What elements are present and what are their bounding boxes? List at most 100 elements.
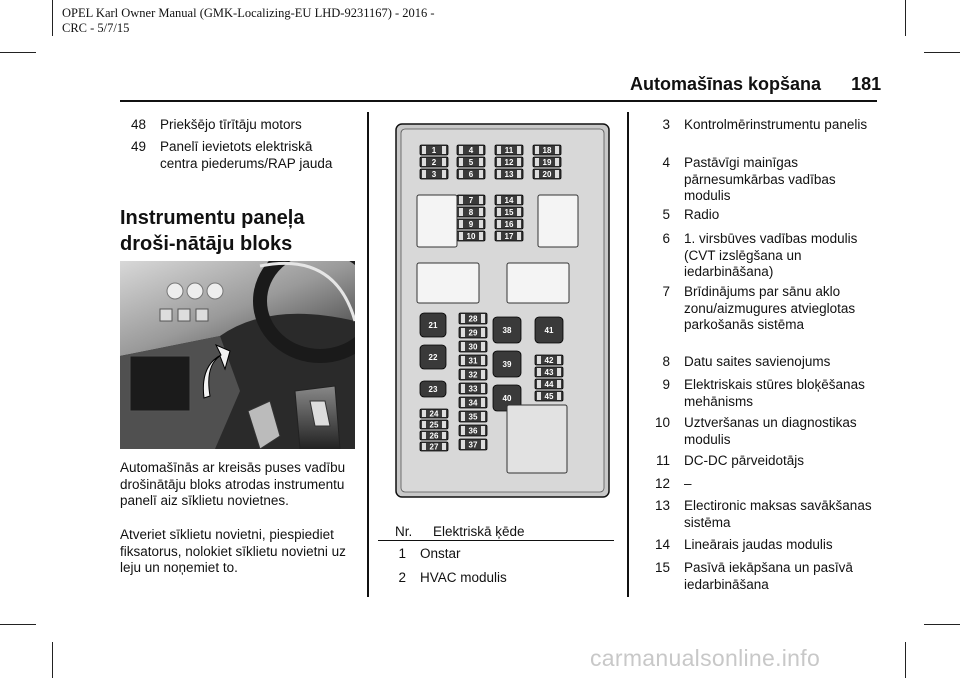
header-rule: [120, 100, 877, 102]
fuse-label: 30: [469, 343, 478, 352]
fuse-label: 6: [469, 170, 474, 179]
fuse-label: 12: [505, 158, 514, 167]
table-rule: [378, 540, 614, 542]
item-number: 5: [662, 207, 670, 222]
fuse-label: 21: [429, 321, 438, 330]
item-text: Radio: [684, 207, 720, 222]
fuse-16: 16: [494, 218, 524, 230]
fuse-label: 44: [545, 380, 554, 389]
crop-mark: [905, 642, 906, 678]
fuse-label: 32: [469, 371, 478, 380]
fuse-label: 41: [545, 326, 554, 335]
fuse-44: 44: [534, 378, 564, 390]
item-number: 15: [654, 560, 670, 575]
list-item: 11 DC-DC pārveidotājs: [636, 453, 876, 470]
fuse-label: 7: [469, 196, 474, 205]
item-number: 8: [662, 354, 670, 369]
list-item: 5 Radio: [636, 207, 876, 224]
fuse-33: 33: [458, 382, 488, 395]
fuse-label: 14: [505, 196, 514, 205]
fuse-label: 33: [469, 385, 478, 394]
fuse-13: 13: [494, 168, 524, 180]
table-row: 1 Onstar: [372, 546, 612, 563]
fuse-label: 11: [505, 146, 514, 155]
running-header: Automašīnas kopšana 181: [630, 74, 881, 95]
paragraph: Automašīnās ar kreisās puses vadību droš…: [120, 460, 346, 508]
fuse-label: 25: [430, 421, 439, 430]
chapter-title: Automašīnas kopšana: [630, 74, 822, 94]
crop-mark: [0, 52, 36, 53]
item-text: Brīdinājums par sānu aklo zonu/aizmugure…: [684, 284, 856, 332]
fuse-3: 3: [419, 168, 449, 180]
fuse-label: 35: [469, 413, 478, 422]
dashboard-photo: [120, 261, 355, 449]
fuse-43: 43: [534, 366, 564, 378]
crop-mark: [924, 624, 960, 625]
print-metadata: OPEL Karl Owner Manual (GMK-Localizing-E…: [62, 6, 435, 36]
crop-mark: [52, 0, 53, 36]
fuse-31: 31: [458, 354, 488, 367]
fuse-label: 10: [467, 232, 476, 241]
item-text: –: [684, 476, 692, 491]
item-number: 14: [654, 537, 670, 552]
item-text: Elektriskais stūres bloķēšanas mehānisms: [684, 377, 865, 409]
list-item: 10 Uztveršanas un diagnostikas modulis: [636, 415, 876, 448]
fuse-30: 30: [458, 340, 488, 353]
item-text: Kontrolmērinstrumentu panelis: [684, 117, 868, 132]
item-number: 13: [654, 498, 670, 513]
fuse-label: 27: [430, 443, 439, 452]
fuse-32: 32: [458, 368, 488, 381]
fuse-45: 45: [534, 390, 564, 402]
fuse-29: 29: [458, 326, 488, 339]
fuse-7: 7: [456, 194, 486, 206]
column-divider: [627, 112, 629, 597]
fuse-label: 31: [469, 357, 478, 366]
fuse-10: 10: [456, 230, 486, 242]
crop-mark: [905, 0, 906, 36]
fuse-label: 18: [543, 146, 552, 155]
item-text: Lineārais jaudas modulis: [684, 537, 833, 552]
fuse-label: 37: [469, 441, 478, 450]
item-text: Electironic maksas savākšanas sistēma: [684, 498, 872, 530]
watermark: carmanualsonline.info: [590, 645, 821, 671]
item-text: Uztveršanas un diagnostikas modulis: [684, 415, 857, 447]
fuse-label: 39: [503, 360, 512, 369]
fuse-6: 6: [456, 168, 486, 180]
item-number: 11: [655, 453, 670, 468]
fuse-label: 38: [503, 326, 512, 335]
table-row: 2 HVAC modulis: [372, 570, 612, 587]
fuse-23: 23: [419, 380, 447, 398]
item-number: 9: [662, 377, 670, 392]
fuse-label: 23: [429, 385, 438, 394]
fuse-label: 45: [545, 392, 554, 401]
row-number: 1: [398, 546, 406, 561]
fuse-26: 26: [419, 430, 449, 441]
print-metadata-line: CRC - 5/7/15: [62, 21, 130, 35]
page-number: 181: [851, 74, 882, 94]
fuse-label: 17: [505, 232, 514, 241]
crop-mark: [52, 642, 53, 678]
fuse-label: 40: [503, 394, 512, 403]
item-text: 1. virsbūves vadības modulis (CVT izslēg…: [684, 231, 858, 279]
fuse-25: 25: [419, 419, 449, 430]
item-number: 10: [654, 415, 670, 430]
column-divider: [367, 112, 369, 597]
paragraph: Atveriet sīklietu novietni, piespiediet …: [120, 527, 346, 575]
fuse-label: 22: [429, 353, 438, 362]
fuse-38: 38: [492, 316, 522, 344]
fuse-19: 19: [532, 156, 562, 168]
item-text: DC-DC pārveidotājs: [684, 453, 805, 468]
fuse-18: 18: [532, 144, 562, 156]
row-number: 2: [398, 570, 406, 585]
section-title: Instrumentu paneļa droši-nātāju bloks: [120, 207, 305, 255]
fuse-35: 35: [458, 410, 488, 423]
fuse-4: 4: [456, 144, 486, 156]
fuse-label: 8: [469, 208, 474, 217]
item-text: Pasīvā iekāpšana un pasīvā iedarbināšana: [684, 560, 853, 592]
fuse-label: 19: [543, 158, 552, 167]
fuse-21: 21: [419, 312, 447, 338]
crop-mark: [924, 52, 960, 53]
